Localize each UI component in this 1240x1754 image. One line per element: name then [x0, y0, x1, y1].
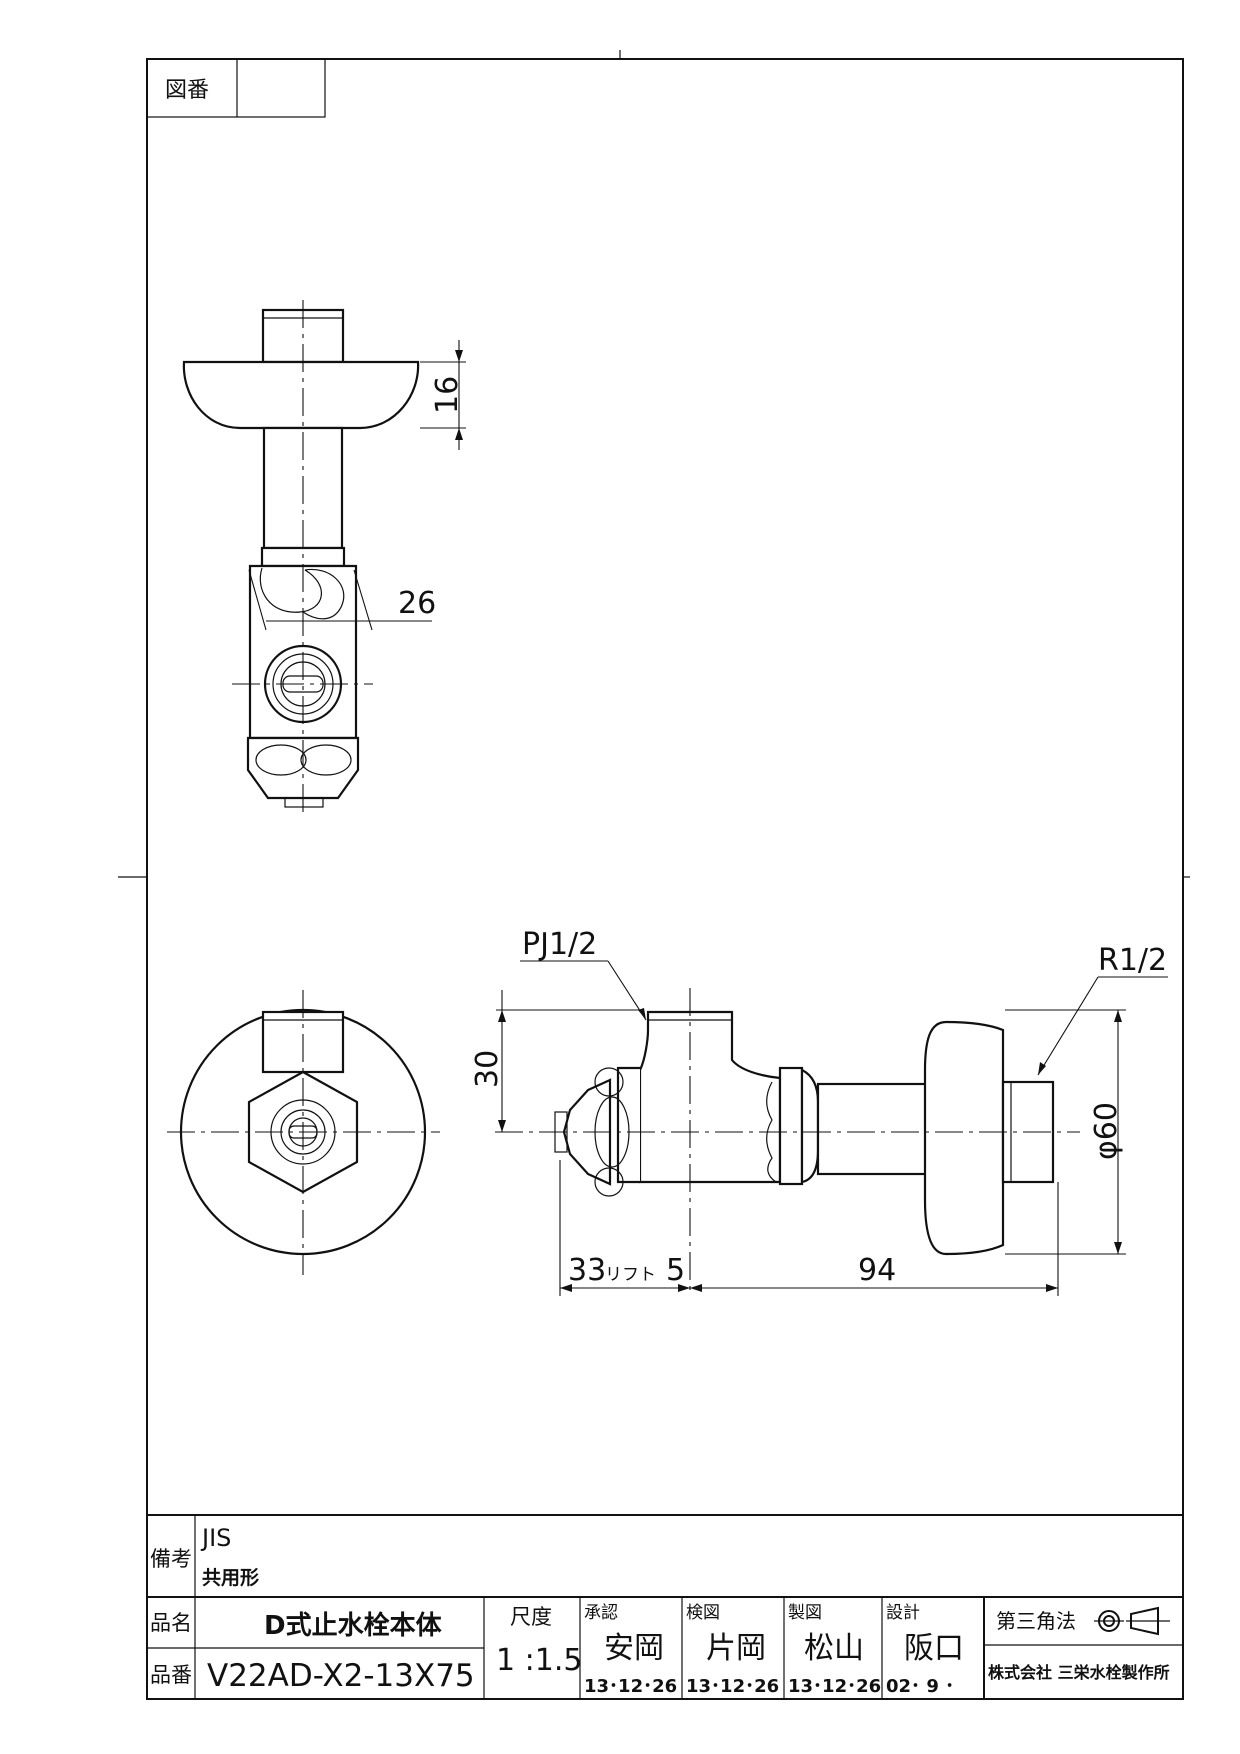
dim-height: 30	[470, 1050, 505, 1088]
notes-label: 備考	[150, 1547, 192, 1571]
scale-value: 1 :1.5	[496, 1643, 582, 1678]
approved-label: 承認	[584, 1603, 618, 1623]
dim-lift-label: リフト	[605, 1265, 656, 1285]
dim-flange-thickness: 16	[430, 376, 465, 414]
product-name: D式止水栓本体	[264, 1611, 443, 1641]
designed-label: 設計	[886, 1603, 920, 1623]
company-name: 株式会社 三栄水栓製作所	[988, 1663, 1170, 1682]
drawn-by: 松山	[804, 1631, 864, 1666]
dim-hex-width: 26	[398, 586, 436, 621]
side-view	[495, 960, 1168, 1296]
product-number-label: 品番	[150, 1663, 192, 1687]
side-flange	[923, 1020, 1005, 1256]
projection-label: 第三角法	[996, 1609, 1076, 1633]
dim-outlet-thread: R1/2	[1098, 943, 1167, 978]
dim-flange-diameter: φ60	[1089, 1102, 1124, 1160]
dim-lift-value: 5	[666, 1253, 685, 1288]
notes-line2: 共用形	[202, 1567, 259, 1589]
title-block	[147, 1597, 1183, 1699]
dim-inlet-thread: PJ1/2	[522, 927, 597, 962]
scale-label: 尺度	[510, 1605, 552, 1629]
drawing-frame	[146, 58, 1184, 1700]
drawing-number-box: 図番	[146, 58, 326, 118]
checked-label: 検図	[686, 1603, 720, 1623]
notes-line1: JIS	[200, 1524, 231, 1552]
approved-by: 安岡	[604, 1631, 664, 1666]
drawn-date: 13･12･26	[788, 1676, 881, 1697]
product-number: V22AD-X2-13X75	[207, 1658, 475, 1694]
checked-date: 13･12･26	[686, 1676, 779, 1697]
dim-left-length: 33	[568, 1253, 606, 1288]
designed-date: 02･ 9 ･	[886, 1676, 954, 1697]
top-view	[182, 300, 466, 815]
drawn-label: 製図	[788, 1603, 822, 1623]
dim-right-length: 94	[858, 1253, 896, 1288]
side-body	[638, 1010, 782, 1184]
drawing-number-label: 図番	[165, 78, 209, 103]
designed-by: 阪口	[904, 1631, 964, 1666]
product-name-label: 品名	[150, 1611, 192, 1635]
front-view	[167, 990, 440, 1275]
top-flange	[182, 360, 420, 430]
third-angle-projection-icon	[1094, 1606, 1170, 1636]
checked-by: 片岡	[706, 1631, 766, 1666]
notes-block	[147, 1514, 1183, 1699]
approved-date: 13･12･26	[584, 1676, 677, 1697]
